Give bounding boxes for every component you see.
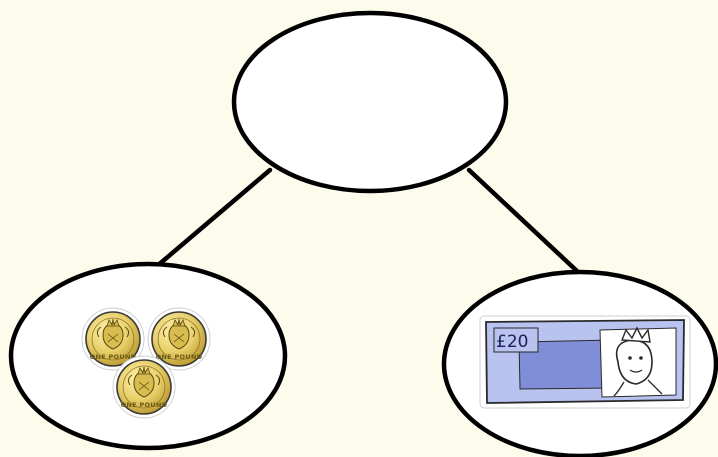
note-value: £20 <box>496 332 528 352</box>
connector-left <box>150 170 270 272</box>
connector-right <box>469 170 578 272</box>
coin-icon: ONE POUND <box>113 356 175 418</box>
banknote-icon: £20 <box>480 316 690 408</box>
coin-inscription: ONE POUND <box>121 401 168 409</box>
coin-inscription: ONE POUND <box>156 353 203 361</box>
top-node <box>234 13 506 191</box>
